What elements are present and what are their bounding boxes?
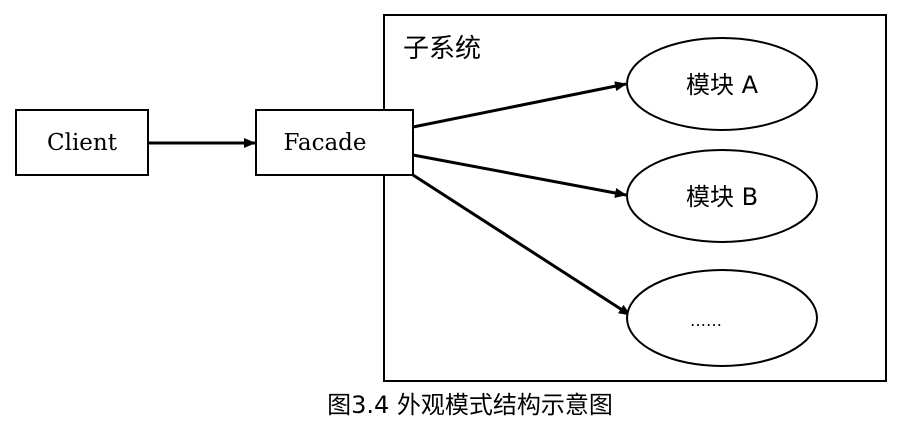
module-a-ellipse (626, 37, 818, 131)
module-more-ellipse (626, 269, 818, 367)
module-b-label: 模块 B (686, 183, 758, 211)
module-more-label: …… (690, 311, 722, 330)
arrow-facade-to-module-a (412, 81, 627, 129)
arrow-facade-to-module-more (412, 173, 631, 317)
module-b-ellipse (626, 149, 818, 243)
subsystem-label: 子系统 (403, 34, 481, 64)
facade-box (255, 109, 414, 176)
facade-label: Facade (283, 130, 366, 156)
client-box (15, 109, 149, 176)
figure-caption: 图3.4 外观模式结构示意图 (327, 391, 613, 419)
module-a-label: 模块 A (686, 71, 759, 99)
arrow-facade-to-module-b (412, 153, 627, 198)
subsystem-box (383, 14, 887, 382)
client-label: Client (47, 130, 118, 156)
